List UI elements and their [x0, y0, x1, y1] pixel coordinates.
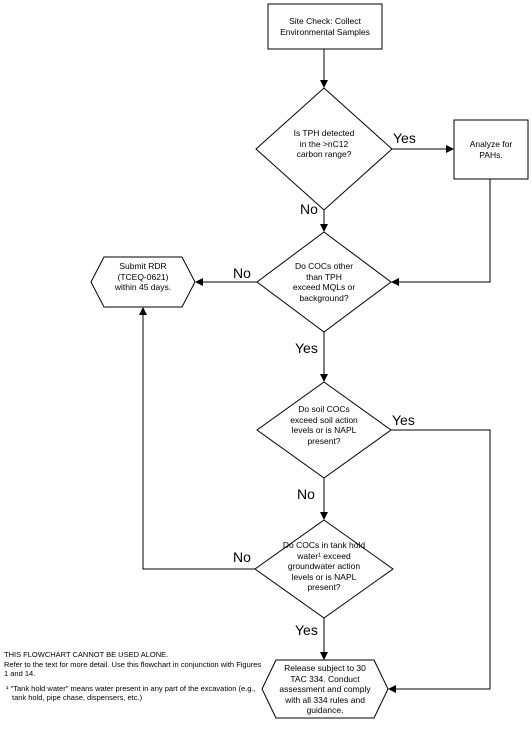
footnote-text: ¹ "Tank hold water" means water present … [6, 683, 256, 703]
analyze-pahs-label: Analyze for PAHs. [469, 139, 513, 160]
cocs-question-label: Do COCs other than TPH exceed MQLs or ba… [292, 261, 356, 303]
edge-label-soil-yes: Yes [392, 412, 415, 428]
connector-soil-yes-to-release [388, 429, 491, 693]
connector-tank-no-to-rdr [139, 307, 255, 570]
start-box-label: Site Check: Collect Environmental Sample… [280, 16, 370, 37]
edge-label-cocs-no: No [233, 265, 251, 281]
release-box-label: Release subject to 30 TAC 334. Conduct a… [279, 663, 371, 715]
edge-label-tph-yes: Yes [393, 130, 416, 146]
submit-rdr-label: Submit RDR (TCEQ-0621) within 45 days. [114, 261, 172, 292]
edge-label-tph-no: No [300, 201, 318, 217]
tph-question-label: Is TPH detected in the >nC12 carbon rang… [293, 128, 355, 159]
edge-label-soil-no: No [297, 486, 315, 502]
start-box [267, 3, 383, 50]
flowchart-notes: THIS FLOWCHART CANNOT BE USED ALONE. Ref… [4, 650, 266, 703]
edge-label-tank-yes: Yes [295, 622, 318, 638]
instructions-text: Refer to the text for more detail. Use t… [4, 659, 262, 679]
connector-pahs-to-cocs [391, 179, 491, 286]
warning-text: THIS FLOWCHART CANNOT BE USED ALONE. [4, 650, 169, 659]
tank-question-label: Do COCs in tank hold water¹ exceed groun… [282, 540, 366, 592]
analyze-pahs-box [453, 119, 529, 180]
edge-label-tank-no: No [233, 549, 251, 565]
edge-label-cocs-yes: Yes [295, 340, 318, 356]
soil-question-label: Do soil COCs exceed soil action levels o… [290, 404, 358, 446]
